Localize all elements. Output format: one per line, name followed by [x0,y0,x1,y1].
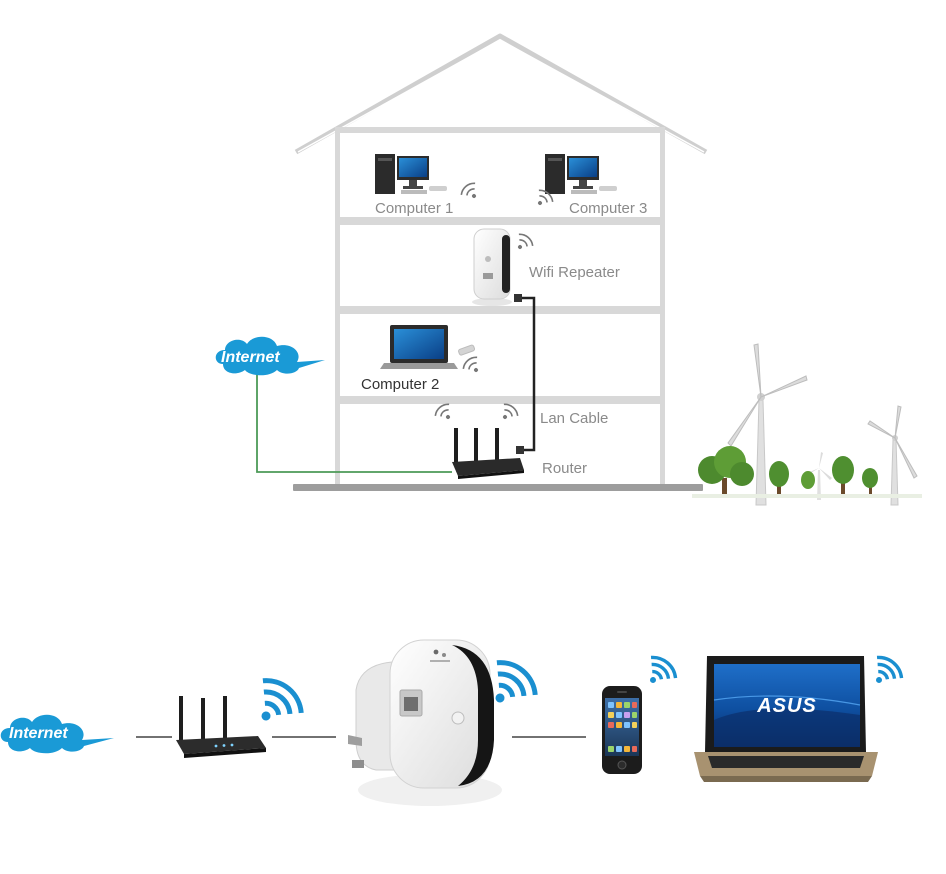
wind-turbine-icon [727,343,808,506]
wifi-adapter-icon [458,344,476,356]
lan-cable-label: Lan Cable [540,410,608,427]
house-roof [294,33,708,155]
house-wall-right [660,127,665,487]
desktop-computer-1-icon [375,154,447,194]
wifi-signal-icon [261,678,304,721]
wifi-signal-icon [538,189,554,205]
tree-icon [801,471,815,489]
wind-turbine-icon [805,452,832,500]
grass-strip [692,494,922,498]
floor-slab [337,127,663,133]
tree-icon [832,456,854,496]
tree-icon [698,446,754,496]
lan-cable [520,296,536,452]
computer-2-label: Computer 2 [361,376,439,393]
lan-cable-plug [514,294,522,302]
wifi-signal-icon [503,403,519,419]
house-wall-left [335,127,340,487]
wifi-repeater-label: Wifi Repeater [529,264,620,281]
computer-1-label: Computer 1 [375,200,453,217]
landscape [692,343,922,506]
wifi-signal-icon [460,182,476,198]
wifi-signal-icon [462,356,478,372]
floor-slab [337,396,663,404]
house [293,33,708,491]
ground-line [293,484,703,491]
floor-slab [337,306,663,314]
wifi-signal-icon [495,660,538,703]
wifi-repeater-icon [472,228,512,306]
tree-icon [769,461,789,496]
tree-icon [862,468,878,496]
laptop-computer-2-icon [380,325,458,369]
internet-label: Internet [221,349,280,366]
wifi-extender-icon [348,639,502,806]
wifi-signal-icon [434,403,450,419]
laptop-icon [694,656,878,782]
computer-3-label: Computer 3 [569,200,647,217]
wifi-signal-icon [650,655,678,683]
internet-wire [256,372,452,473]
internet-cloud-icon [0,714,114,754]
laptop-brand-logo: ASUS [756,695,817,717]
router-icon [452,428,524,479]
router-icon [176,696,266,758]
router-label: Router [542,460,587,477]
smartphone-icon [602,686,642,774]
internet-cloud-icon [215,336,325,376]
wind-turbine-icon [867,405,918,506]
wifi-signal-icon [518,233,534,249]
lan-cable-plug [516,446,524,454]
internet-label: Internet [9,725,68,742]
wifi-signal-icon [876,655,904,683]
floor-slab [337,217,663,225]
desktop-computer-3-icon [545,154,617,194]
